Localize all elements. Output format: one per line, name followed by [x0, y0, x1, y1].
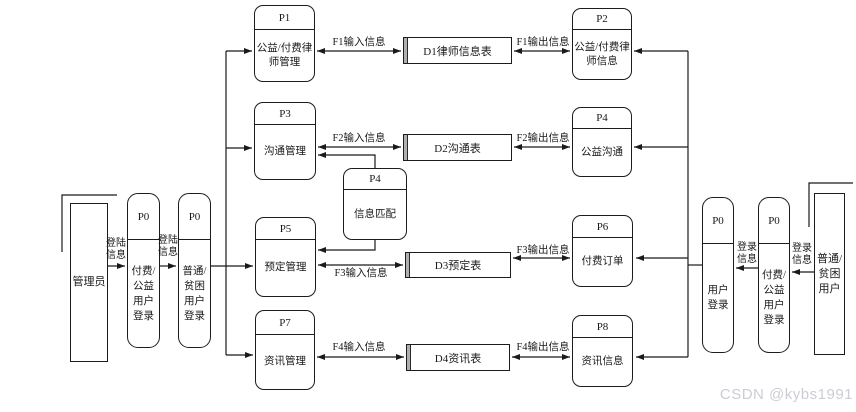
datastore-d2-comm-table: D2沟通表	[403, 134, 512, 161]
flow-label-f4-in: F4输入信息	[332, 342, 386, 353]
datastore-label: D4资讯表	[434, 352, 482, 365]
process-label: 资讯信息	[581, 356, 624, 367]
flow-label-login-admin: 登陆 信息	[106, 238, 126, 261]
datastore-left-band	[404, 38, 408, 63]
datastore-d3-booking-table: D3预定表	[405, 252, 511, 278]
process-p6-paid-order: P6 付费订单	[572, 215, 633, 287]
process-p0-normal-poor-login: P0 普通/ 贫困 用户 登录	[178, 193, 211, 348]
process-p8-news-info: P8 资讯信息	[572, 315, 633, 387]
flow-label-f1-out: F1输出信息	[516, 37, 570, 48]
process-code: P5	[256, 218, 315, 240]
process-p5-booking-mgmt: P5 预定管理	[255, 217, 316, 297]
process-code: P8	[573, 316, 632, 338]
process-label: 沟通管理	[264, 146, 306, 157]
entity-admin: 管理员	[70, 203, 108, 362]
process-label: 付费/ 公益 用户 登录	[762, 270, 786, 326]
process-code: P0	[759, 198, 789, 244]
flow-label-f3-out: F3输出信息	[516, 245, 570, 256]
datastore-left-band	[406, 253, 410, 277]
process-p1-lawyer-mgmt: P1 公益/付费律 师管理	[254, 5, 315, 82]
process-p0-paid-public-login-right: P0 付费/ 公益 用户 登录	[758, 197, 790, 353]
flow-label-f2-out: F2输出信息	[516, 133, 570, 144]
process-label: 付费/ 公益 用户 登录	[131, 265, 156, 322]
flow-label-f1-in: F1输入信息	[332, 37, 386, 48]
process-label: 付费订单	[581, 256, 624, 267]
link-p4m-to-p3	[318, 152, 376, 168]
process-label: 信息匹配	[354, 208, 396, 220]
datastore-left-band	[407, 345, 411, 370]
process-label: 普通/ 贫困 用户 登录	[182, 265, 207, 322]
datastore-label: D2沟通表	[434, 142, 481, 155]
process-code: P0	[179, 194, 210, 240]
process-label: 公益/付费律 师管理	[256, 42, 313, 68]
datastore-d1-lawyer-table: D1律师信息表	[403, 37, 512, 64]
process-code: P0	[703, 198, 733, 244]
flow-label-f4-out: F4输出信息	[516, 342, 570, 353]
datastore-d4-news-table: D4资讯表	[406, 344, 510, 371]
process-code: P3	[255, 103, 315, 125]
datastore-label: D3预定表	[434, 260, 482, 272]
process-p4-info-match: P4 信息匹配	[343, 168, 407, 240]
csdn-watermark: CSDN @kybs1991	[719, 386, 853, 403]
process-code: P4	[573, 108, 631, 129]
process-code: P1	[255, 6, 314, 30]
process-p2-lawyer-info: P2 公益/付费律 师信息	[572, 8, 632, 80]
link-p4m-to-p5	[318, 240, 376, 253]
admin-entity-shadow	[61, 194, 117, 252]
process-label: 公益沟通	[581, 146, 623, 158]
datastore-label: D1律师信息表	[423, 45, 492, 58]
datastore-left-band	[404, 135, 408, 160]
process-label: 资讯管理	[264, 356, 306, 367]
process-p3-comm-mgmt: P3 沟通管理	[254, 102, 316, 180]
process-code: P0	[128, 194, 159, 240]
process-code: P2	[573, 9, 631, 30]
flow-label-login-right: 登录 信息	[737, 242, 757, 265]
process-code: P7	[256, 311, 314, 335]
process-code: P4	[344, 169, 406, 190]
entity-normal-poor-user: 普通/ 贫困 用户	[814, 193, 845, 355]
process-p0-user-login: P0 用户 登录	[702, 197, 734, 353]
process-label: 公益/付费律 师信息	[574, 41, 630, 67]
process-code: P6	[573, 216, 632, 238]
flow-label-login-user: 登录 信息	[792, 243, 812, 266]
process-p0-paid-public-login-left: P0 付费/ 公益 用户 登录	[127, 193, 160, 348]
process-label: 预定管理	[264, 262, 307, 273]
process-p7-news-mgmt: P7 资讯管理	[255, 310, 315, 390]
process-label: 用户 登录	[707, 285, 729, 311]
flow-label-f2-in: F2输入信息	[332, 133, 386, 144]
process-p4-public-comm: P4 公益沟通	[572, 107, 632, 177]
user-entity-shadow	[808, 182, 853, 227]
flow-label-f3-in: F3输入信息	[334, 268, 388, 279]
flow-label-login-left: 登陆 信息	[158, 235, 178, 258]
